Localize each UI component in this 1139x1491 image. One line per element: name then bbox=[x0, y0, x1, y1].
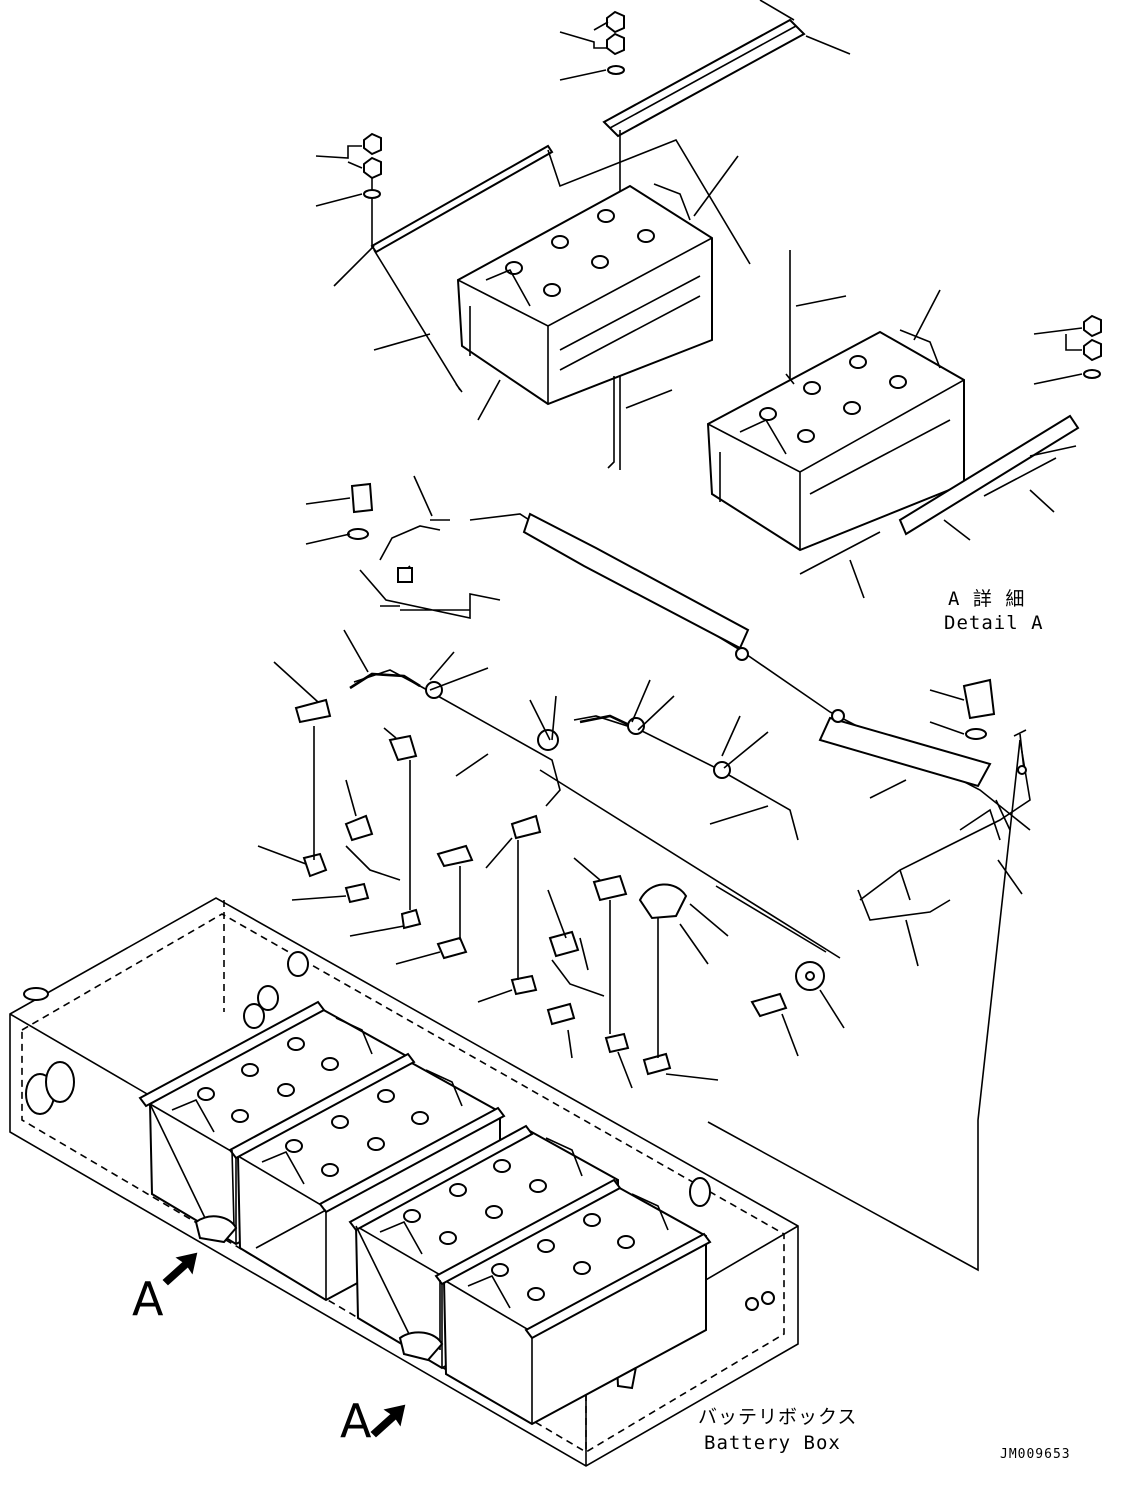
hold-down-rod-left bbox=[370, 139, 751, 393]
battery-upper-left bbox=[456, 183, 713, 406]
drawing-number: JM009653 bbox=[1000, 1447, 1071, 1462]
view-marker-a-right: A bbox=[340, 1394, 372, 1448]
detail-caption-en: Detail A bbox=[944, 612, 1044, 634]
nut-stack-top bbox=[606, 10, 625, 75]
box-caption-en: Battery Box bbox=[704, 1432, 841, 1454]
battery-box bbox=[9, 739, 1021, 1467]
wiring-harness bbox=[349, 512, 1031, 921]
box-caption-jp: バッテリボックス bbox=[698, 1406, 858, 1428]
view-arrows bbox=[162, 1252, 406, 1438]
detail-a-group bbox=[315, 0, 1102, 599]
battery-upper-right bbox=[706, 329, 965, 552]
nut-stack-left bbox=[363, 132, 382, 199]
detail-leaders bbox=[315, 21, 1083, 599]
hold-down-rods-right bbox=[607, 250, 1102, 575]
middle-leaders bbox=[257, 445, 1077, 1089]
view-marker-a-left: A bbox=[132, 1272, 164, 1326]
detail-caption-jp: A 詳 細 bbox=[948, 588, 1026, 610]
battery-box-batteries bbox=[138, 1000, 712, 1426]
